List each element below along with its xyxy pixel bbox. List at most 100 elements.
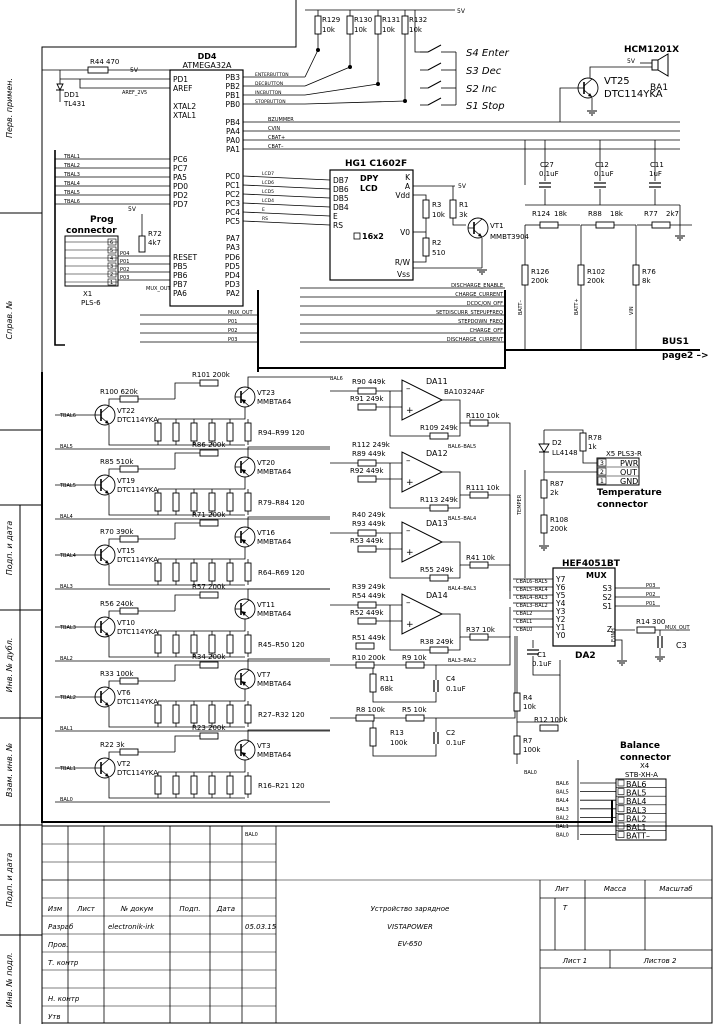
opamp-part: BA10324AF	[444, 388, 485, 396]
balance-net: BAL4	[556, 798, 569, 804]
pnp-transistor	[234, 386, 256, 408]
input-resistor	[357, 529, 377, 537]
prog-title: Prog	[90, 215, 114, 225]
pnp-transistor	[234, 598, 256, 620]
svg-text:+: +	[406, 620, 414, 630]
mcu-pin: XTAL2	[173, 102, 196, 111]
resistor-label: 4k7	[148, 239, 161, 247]
bank-resistor	[208, 422, 216, 442]
mux-pin: S1	[602, 602, 612, 611]
mux-title: MUX	[586, 571, 607, 580]
resistor-label: R52 449k	[350, 609, 384, 617]
input-resistor	[405, 661, 425, 669]
transistor-part: DTC114YKA	[117, 556, 158, 564]
resistor-label: R38 249k	[420, 638, 454, 646]
bal-net: BAL3	[60, 584, 73, 590]
resistor-value: 200k	[531, 277, 549, 285]
transistor-ref: VT19	[117, 477, 135, 485]
bal-net: BAL0	[245, 832, 258, 838]
collector-resistor	[199, 661, 219, 669]
resistor-label: R40 249k	[352, 511, 386, 519]
mux-in-net: CBAL1	[516, 619, 532, 625]
diode-part: LL4148	[552, 449, 578, 457]
resistor-label: R78	[588, 434, 602, 442]
mcu-pin: PD3	[225, 280, 240, 289]
resistor-label: 100k	[523, 746, 541, 754]
supply-label: 5V	[457, 8, 466, 15]
bal-net: BAL5	[60, 444, 73, 450]
resistor-label: R2	[432, 239, 441, 247]
cap-value: 0.1uF	[539, 170, 559, 178]
opamp-ref: DA11	[426, 377, 448, 386]
base-resistor	[119, 607, 139, 615]
resistor-label: R13	[390, 729, 404, 737]
bank-resistor	[190, 422, 198, 442]
tb-name: VISTAPOWER	[387, 923, 433, 931]
resistor-bank-label: R64–R69 120	[258, 569, 305, 577]
input-resistor	[357, 387, 377, 395]
bank-resistor	[190, 704, 198, 724]
mux-chip	[552, 567, 616, 647]
tb-lit: Лит	[554, 885, 570, 893]
base-resistor	[119, 677, 139, 685]
resistor-r78	[579, 432, 587, 452]
bank-resistor	[190, 634, 198, 654]
npn-transistor	[94, 757, 116, 779]
pnp-transistor	[234, 526, 256, 548]
resistor-r44	[87, 66, 109, 74]
mux-pin: Y6	[555, 583, 566, 592]
bank-resistor	[154, 422, 162, 442]
pullup-ref: R130	[354, 16, 372, 24]
side-label: Инв. № дубл.	[5, 638, 14, 693]
mcu-pin: PA0	[226, 136, 240, 145]
balance-connector	[615, 778, 667, 841]
pullup-resistor	[346, 15, 354, 35]
lcd-label: LCD	[360, 184, 378, 193]
mux-pin: E/INH	[611, 628, 617, 642]
balance-ref: X4	[640, 762, 650, 770]
resistor-r7	[513, 735, 521, 755]
resistor-ref: R76	[642, 268, 656, 276]
pnp-transistor	[234, 739, 256, 761]
transistor-part: MMBTA64	[257, 398, 292, 406]
opamp: –+	[401, 521, 444, 563]
collector-resistor	[199, 379, 219, 387]
resistor-label: R39 249k	[352, 583, 386, 591]
divider-resistor	[577, 264, 585, 286]
resistor-label: R44 470	[90, 58, 119, 66]
mux-da: DA2	[575, 651, 596, 661]
resistor-r3	[422, 199, 430, 219]
resistor-label: R93 449k	[352, 520, 386, 528]
balance-pin: BAL4	[626, 797, 647, 806]
mcu-pin: PD1	[173, 75, 188, 84]
mcu-pin: PC2	[225, 190, 240, 199]
mux-in-net: CBAL0	[516, 627, 532, 633]
input-resistor	[357, 545, 377, 553]
opamp-ref: DA14	[426, 591, 448, 600]
resistor-label: R70 390k	[100, 528, 134, 536]
temp-title: connector	[597, 500, 648, 510]
resistor-label: R55 249k	[420, 566, 454, 574]
prog-part: PLS-6	[81, 299, 101, 307]
mux-pin: S2	[602, 593, 612, 602]
resistor-value: 8k	[642, 277, 651, 285]
cap-value: 0.1uF	[532, 660, 552, 668]
transistor-part: DTC114YKA	[117, 769, 158, 777]
resistor-bank-label: R45–R50 120	[258, 641, 305, 649]
cap-ref: C2	[446, 729, 455, 737]
prog-connector	[64, 235, 119, 287]
resistor-label: R14 300	[636, 618, 665, 626]
temp-pin: 2	[600, 469, 604, 476]
mcu-pin: PB5	[173, 262, 188, 271]
bank-resistor	[226, 634, 234, 654]
resistor-label: R100 620k	[100, 388, 139, 396]
resistor-label: R113 249k	[420, 496, 459, 504]
mcu-pin: PD0	[173, 182, 188, 191]
lcd-net: E	[262, 207, 265, 213]
control-net: CHARGE_OFF	[470, 328, 503, 334]
mcu-pin: PB2	[226, 82, 241, 91]
cap-ref: C11	[650, 161, 664, 169]
tbal-net: TBAL2	[59, 695, 76, 701]
input-resistor	[357, 617, 377, 625]
transistor-part: MMBTA64	[257, 610, 292, 618]
